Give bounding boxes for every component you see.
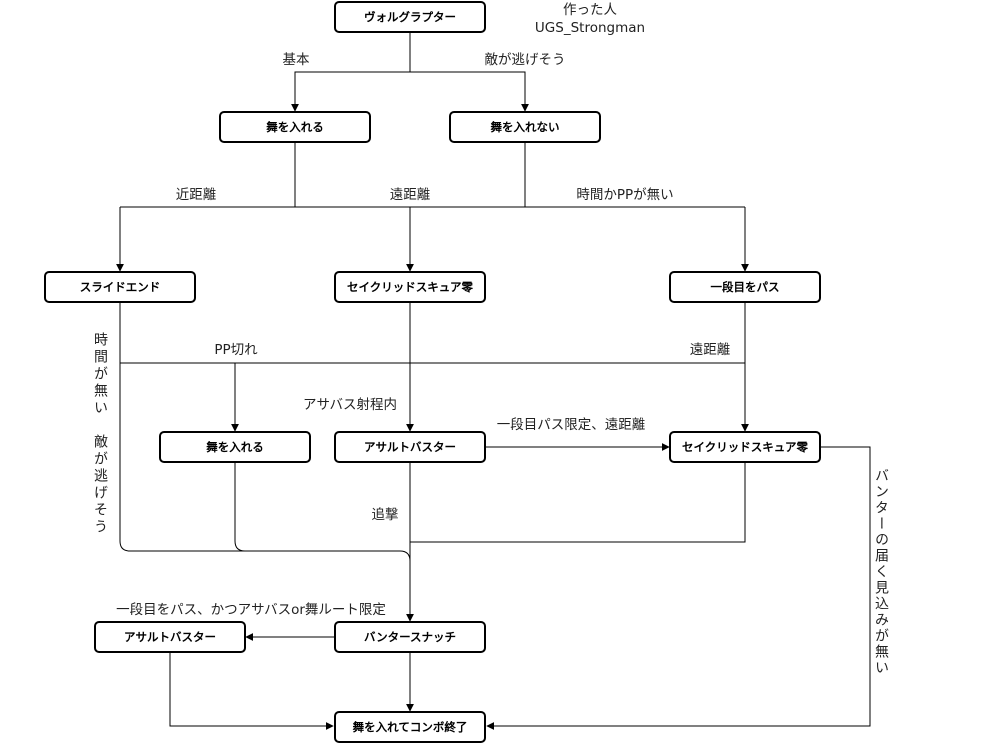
node-assault-left-label: アサルトバスター xyxy=(124,630,216,644)
label-teki-nigesou: 敵が逃げそう xyxy=(485,52,566,68)
node-mai-ireru-top-label: 舞を入れる xyxy=(266,120,324,134)
label-kinkyori: 近距離 xyxy=(176,187,217,203)
author-note: 作った人 UGS_Strongman xyxy=(535,2,645,36)
node-slide-end[interactable]: スライドエンド xyxy=(44,271,196,303)
edge-sacred-right-down xyxy=(410,462,746,543)
node-ichidanme-pass[interactable]: 一段目をパス xyxy=(669,271,821,303)
node-slide-end-label: スライドエンド xyxy=(80,280,161,294)
nodes: ヴォルグラプター 舞を入れる 舞を入れない スライドエンド セイクリッドスキュア… xyxy=(44,1,821,743)
edge-assault-left-to-end xyxy=(169,652,334,730)
node-banter-snatch[interactable]: バンタースナッチ xyxy=(334,621,486,653)
edge-slide-end-down xyxy=(119,302,411,562)
node-assault-left[interactable]: アサルトバスター xyxy=(94,621,246,653)
label-jikan-nai-vertical: 時間が無い 敵が逃げそう xyxy=(92,332,108,536)
node-sacred-right[interactable]: セイクリッドスキュア零 xyxy=(669,431,821,463)
node-mai-ireru-top[interactable]: 舞を入れる xyxy=(219,111,371,143)
node-assault-mid[interactable]: アサルトバスター xyxy=(334,431,486,463)
label-enkyori-right: 遠距離 xyxy=(690,342,731,358)
label-ichidan-route: 一段目をパス、かつアサバスor舞ルート限定 xyxy=(116,602,386,618)
edge-start-to-mai-ireru xyxy=(291,71,410,112)
node-banter-snatch-label: バンタースナッチ xyxy=(364,630,456,644)
node-mai-ireru-low[interactable]: 舞を入れる xyxy=(159,431,311,463)
node-start[interactable]: ヴォルグラプター xyxy=(334,1,486,33)
edge-start-to-mai-irenai xyxy=(410,71,529,112)
label-tsuigeki: 追撃 xyxy=(372,507,399,523)
label-jikan-pp: 時間かPPが無い xyxy=(576,187,673,203)
node-sacred-right-label: セイクリッドスキュア零 xyxy=(682,440,809,454)
node-assault-mid-label: アサルトバスター xyxy=(364,440,456,454)
author-line2: UGS_Strongman xyxy=(535,20,645,36)
edges xyxy=(116,32,871,730)
node-start-label: ヴォルグラプター xyxy=(364,10,456,24)
label-ichidan-enkyori: 一段目パス限定、遠距離 xyxy=(497,417,646,433)
node-mai-irenai-label: 舞を入れない xyxy=(491,120,560,134)
label-pp-gire: PP切れ xyxy=(214,342,258,358)
node-end[interactable]: 舞を入れてコンボ終了 xyxy=(334,711,486,743)
node-end-label: 舞を入れてコンボ終了 xyxy=(353,720,468,734)
label-enkyori-top: 遠距離 xyxy=(390,187,431,203)
label-banter-vertical: バンターの届く見込みが無い xyxy=(873,468,889,676)
author-line1: 作った人 xyxy=(563,2,617,18)
node-sacred-mid-label: セイクリッドスキュア零 xyxy=(347,280,474,294)
node-sacred-mid[interactable]: セイクリッドスキュア零 xyxy=(334,271,486,303)
node-ichidanme-pass-label: 一段目をパス xyxy=(711,280,780,294)
label-kihon: 基本 xyxy=(283,51,310,68)
label-assault-range: アサバス射程内 xyxy=(303,397,397,413)
edge-labels: 基本 敵が逃げそう 近距離 遠距離 時間かPPが無い PP切れ 遠距離 アサバス… xyxy=(92,51,889,676)
edge-mai-ireru-low-down xyxy=(234,462,246,552)
node-mai-irenai[interactable]: 舞を入れない xyxy=(449,111,601,143)
node-mai-ireru-low-label: 舞を入れる xyxy=(206,440,264,454)
edge-sacred-right-to-end xyxy=(486,446,871,730)
